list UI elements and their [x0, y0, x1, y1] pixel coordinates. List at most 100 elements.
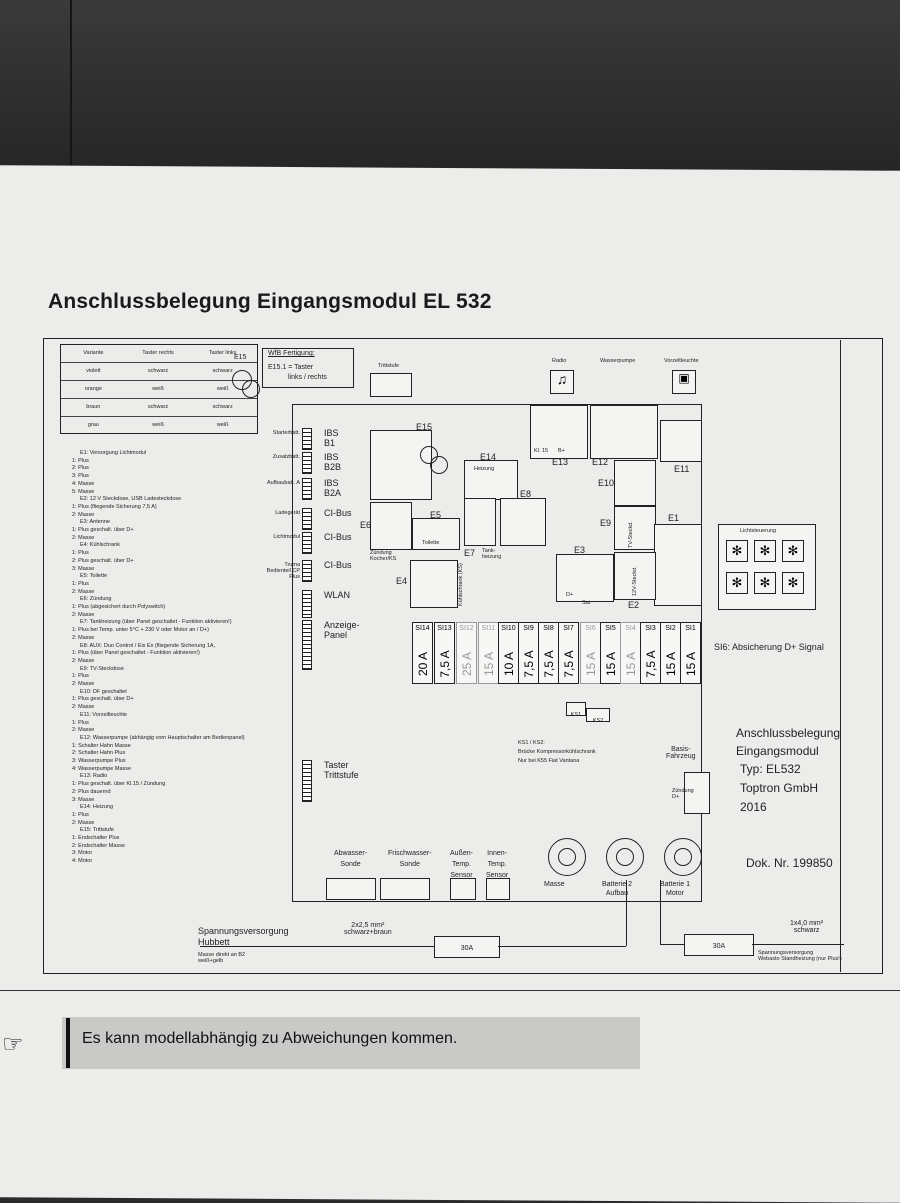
sensor-plug	[380, 878, 430, 900]
light-button-icon: ✻	[754, 540, 776, 562]
sensor-label: Innen- Temp. Sensor	[486, 850, 509, 879]
legend-line: E15: Trittstufe	[80, 827, 114, 834]
legend-line: 1: Plus	[72, 457, 89, 464]
fuse-value: 7,5 A	[542, 650, 556, 678]
legend-line: E5: Toilette	[80, 573, 108, 580]
lamp-icon: ▣	[672, 370, 696, 394]
legend-line: 2: Masse	[72, 634, 95, 641]
radio-icon: ♫	[550, 370, 574, 394]
light-button-icon: ✻	[726, 572, 748, 594]
e5-label: E5	[430, 510, 442, 520]
light-button-icon: ✻	[726, 540, 748, 562]
legend-line: 2: Plus	[72, 465, 89, 472]
legend-line: 1: Plus	[72, 719, 89, 726]
power-line-1	[200, 946, 434, 948]
ks1-label: KS1	[570, 712, 582, 718]
lichtsteuerung-box	[718, 524, 816, 610]
table-header: Taster links	[208, 350, 237, 356]
legend-line: 3: Motor	[72, 850, 93, 857]
fuse1-label: 30A	[460, 945, 474, 952]
wfb-line2: links / rechts	[288, 374, 327, 381]
e15-label: E15	[416, 422, 433, 432]
e3-label: E3	[574, 545, 586, 555]
e15-top-label: E15	[234, 354, 247, 361]
e5-connector	[412, 518, 460, 550]
note-accent-line	[66, 1018, 70, 1068]
fuse-value: 15 A	[664, 651, 678, 677]
e8-connector	[500, 498, 546, 546]
e13-label: E13	[552, 457, 569, 467]
e10-connector	[614, 460, 656, 506]
legend-line: 1: Plus geschalt. über Kl.15 / Zündung	[72, 781, 166, 788]
fuse-30a-2: 30A	[684, 934, 754, 956]
connector-pins	[302, 590, 312, 618]
connector-pins	[302, 478, 312, 500]
legend-line: 1: Schalter Hahn Masse	[72, 742, 131, 749]
light-button-icon: ✻	[782, 540, 804, 562]
e1-label: E1	[668, 513, 680, 523]
power-line-4	[660, 880, 662, 944]
battery-label: Batterie 1 Motor	[660, 881, 690, 897]
ks-note-3: Nur bei K55 Fiat Vantana	[518, 758, 580, 764]
battery-terminal	[548, 838, 586, 876]
radio-label: Radio	[552, 358, 567, 364]
sensor-label: Frischwasser- Sonde	[388, 850, 432, 868]
e4-label: E4	[396, 576, 408, 586]
legend-line: 4: Wasserpumpe Masse	[72, 765, 132, 772]
info-line2: Eingangsmodul	[736, 744, 819, 758]
basis-fahrzeug-label: Basis- Fahrzeug	[666, 746, 696, 760]
legend-line: 2: Masse	[72, 511, 95, 518]
table-cell: schwarz	[212, 368, 233, 374]
table-cell: weiß	[152, 422, 164, 428]
wfb-info-box	[262, 348, 354, 388]
fuse-value: 15 A	[624, 651, 638, 677]
si6-note: SI6: Absicherung D+ Signal	[714, 642, 824, 652]
e6-connector	[370, 502, 412, 550]
legend-line: 2: Plus dauernd	[72, 788, 111, 795]
fuse-name: SI9	[523, 625, 534, 632]
table-cell: schwarz	[147, 404, 169, 410]
connector-label: Anzeige- Panel	[324, 620, 360, 640]
legend-line: 2: Masse	[72, 681, 95, 687]
fuse-30a-1: 30A	[434, 936, 500, 958]
legend-line: 2: Masse	[72, 534, 95, 541]
tv-label: TV-Steckd.	[628, 521, 634, 548]
legend-line: 1: Plus (fliegende Sicherung 7,5 A)	[72, 503, 157, 510]
light-button-icon: ✻	[754, 572, 776, 594]
e15-motor-icon	[420, 446, 448, 474]
info-line5: 2016	[740, 800, 767, 814]
table-cell: orange	[84, 386, 102, 392]
legend-line: E1: Versorgung Lichtmodul	[80, 450, 147, 456]
fuse-name: SI5	[605, 625, 616, 632]
legend-line: E14: Heizung	[80, 804, 114, 811]
legend-line: E11: Vorzeltleuchte	[80, 711, 127, 718]
table-header: Variante	[83, 350, 104, 356]
e1-connector	[654, 524, 702, 606]
e7-connector	[464, 498, 496, 546]
fuse-name: SI10	[501, 625, 516, 632]
legend-line: E8: AUX: Duo Control / Eis Ex (fliegende…	[80, 642, 216, 649]
pointing-hand-icon: ☞	[2, 1031, 24, 1058]
info-line1: Anschlussbelegung	[736, 726, 841, 740]
ks-note-1: KS1 / KS2:	[518, 740, 545, 746]
fuse-value: 15 A	[584, 651, 598, 677]
heizung-label: Heizung	[474, 466, 495, 472]
legend-line: 1: Plus geschalt. über D+	[72, 696, 134, 703]
ks2-label: KS2	[592, 718, 604, 724]
kuehlschrank-label: Kühlschrank (KS)	[458, 563, 464, 606]
fuse-name: SI12	[459, 625, 474, 632]
table-cell: weiß	[152, 386, 164, 392]
fuse-name: SI7	[563, 625, 574, 632]
legend-line: E6: Zündung	[80, 596, 112, 603]
e12-label: E12	[592, 457, 609, 467]
fuse-name: SI8	[543, 625, 554, 632]
legend-line: 2: Masse	[72, 588, 95, 595]
legend-line: E12: Wasserpumpe (abhängig vom Hauptscha…	[80, 734, 245, 741]
battery-label: Batterie 2 Aufbau	[602, 881, 632, 897]
